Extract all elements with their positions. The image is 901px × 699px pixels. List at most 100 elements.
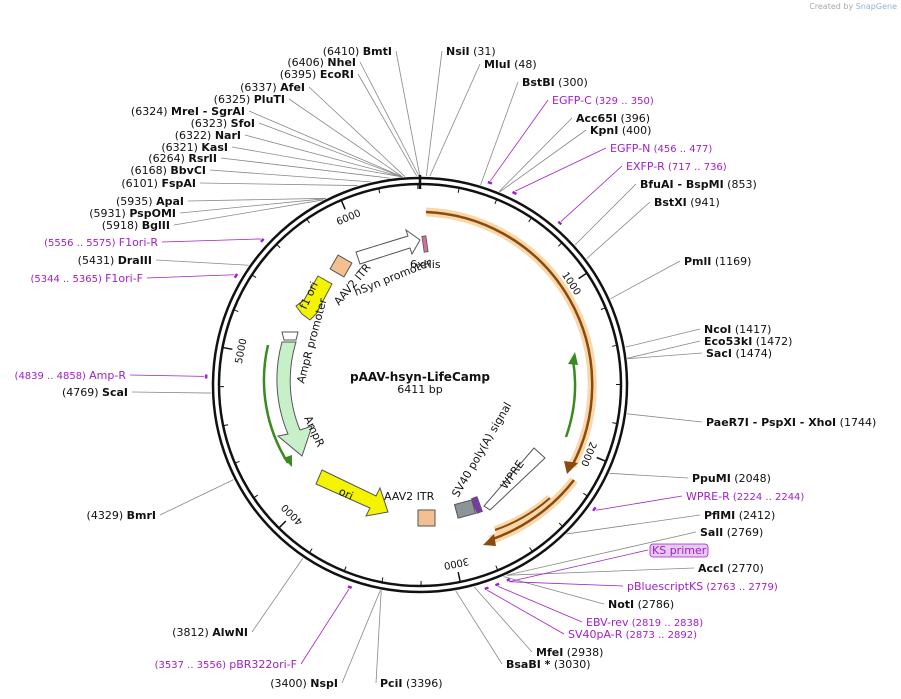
enzyme-name: PspOMI xyxy=(129,207,176,220)
primer-mark xyxy=(233,273,239,279)
enzyme-leader xyxy=(359,61,420,177)
enzyme-name: BstBI xyxy=(522,76,555,89)
enzyme-position: (1744) xyxy=(836,416,876,429)
tick-label: 5000 xyxy=(234,338,250,365)
enzyme-label-right: PpuMI (2048) xyxy=(692,472,771,485)
primer-leader xyxy=(490,99,549,182)
primer-range: (2224 .. 2244) xyxy=(730,492,805,503)
enzyme-leader xyxy=(574,183,637,246)
f1ori-arrow xyxy=(295,275,333,321)
enzyme-label-right: BstXI (941) xyxy=(654,196,720,209)
primer-leader xyxy=(509,581,624,587)
tick-mark xyxy=(612,422,618,425)
enzyme-leader xyxy=(220,157,391,179)
enzyme-position: (6337) xyxy=(240,81,280,94)
primer-label-right: SV40pA-R (2873 .. 2892) xyxy=(568,628,697,641)
enzyme-position: (2770) xyxy=(724,562,764,575)
enzyme-name: MreI xyxy=(171,105,199,118)
enzyme-name: BmtI xyxy=(363,45,392,58)
enzyme-position: (6321) xyxy=(161,141,201,154)
enzyme-label-right: SacI (1474) xyxy=(706,347,772,360)
enzyme-label-right: PflMI (2412) xyxy=(704,509,775,522)
primer-range: (717 .. 736) xyxy=(665,162,727,173)
enzyme-name: AccI xyxy=(698,562,724,575)
cds-orange-arrowhead xyxy=(564,461,578,474)
ori-arrow xyxy=(315,469,389,517)
ori-label: ori xyxy=(337,485,355,503)
primer-range: (3537 .. 3556) xyxy=(155,660,230,671)
enzyme-label-left: (5431) DraIII xyxy=(78,254,152,267)
primer-leader xyxy=(595,495,683,511)
enzyme-leader xyxy=(159,479,234,516)
plasmid-name: pAAV-hsyn-LifeCamp xyxy=(350,370,490,384)
tick-mark xyxy=(253,494,259,499)
enzyme-label-left: (3400) NspI xyxy=(270,677,338,690)
enzyme-position: (6101) xyxy=(121,177,161,190)
enzyme-leader xyxy=(455,590,503,665)
enzyme-label-left: (6321) KasI xyxy=(161,141,228,154)
tick-mark xyxy=(276,243,281,249)
enzyme-leader xyxy=(375,590,382,684)
enzyme-label-right: KpnI (400) xyxy=(590,124,651,137)
tick-label: 3000 xyxy=(443,555,470,571)
primer-name: KS primer xyxy=(652,544,707,557)
primer-name: pBluescriptKS xyxy=(627,580,703,593)
enzyme-leader xyxy=(248,110,403,178)
enzyme-labels-left: (6410) BmtI(6406) NheI(6395) EcoRI(6337)… xyxy=(62,45,392,690)
primer-label-right: EGFP-N (456 .. 477) xyxy=(610,142,712,155)
enzyme-name: AfeI xyxy=(280,81,305,94)
cds-orange-arc xyxy=(425,210,594,467)
enzyme-name: SalI xyxy=(700,526,723,539)
enzyme-leader xyxy=(627,352,703,360)
enzyme-name: RsrII xyxy=(188,152,217,165)
primer-name: EBV-rev xyxy=(586,616,629,629)
enzyme-position: (3400) xyxy=(270,677,310,690)
enzyme-extra: - SgrAI xyxy=(199,105,245,118)
enzyme-name: ScaI xyxy=(102,386,128,399)
tick-mark xyxy=(308,548,313,554)
primer-name: F1ori-R xyxy=(119,236,159,249)
primer-label-left: (3537 .. 3556) pBR322ori-F xyxy=(155,658,297,671)
enzyme-name: NheI xyxy=(327,56,356,69)
enzyme-leader xyxy=(506,567,695,576)
cds-green-left xyxy=(262,344,290,464)
enzyme-label-right: PaeR7I - PspXI - XhoI (1744) xyxy=(706,416,876,429)
tick-mark xyxy=(234,460,240,464)
enzyme-name: NarI xyxy=(215,129,241,142)
enzyme-name: MluI xyxy=(484,58,511,71)
primer-labels-left: (5556 .. 5575) F1ori-R(5344 .. 5365) F1o… xyxy=(15,236,297,671)
primer-mark xyxy=(484,586,489,591)
primer-label-right: EGFP-C (329 .. 350) xyxy=(552,94,654,107)
enzyme-name: ApaI xyxy=(156,195,184,208)
enzyme-leader xyxy=(429,63,481,177)
enzyme-leader xyxy=(155,259,249,266)
primer-leader xyxy=(497,586,583,623)
enzyme-name: PmlI xyxy=(684,255,711,268)
enzyme-leader xyxy=(288,98,403,178)
enzyme-position: (400) xyxy=(618,124,651,137)
enzyme-label-left: (6325) PluTI xyxy=(214,93,285,106)
snapgene-credit: Created by SnapGene xyxy=(809,2,897,11)
primer-range: (4839 .. 4858) xyxy=(15,371,90,382)
primer-leader xyxy=(487,589,565,635)
enzyme-label-left: (6168) BbvCI xyxy=(130,164,206,177)
tick-mark xyxy=(558,522,564,527)
tick-mark xyxy=(529,547,533,552)
enzyme-leader xyxy=(586,201,651,260)
enzyme-name: BmrI xyxy=(127,509,156,522)
primer-range: (456 .. 477) xyxy=(650,144,712,155)
enzyme-name: DraIII xyxy=(118,254,152,267)
tick-mark xyxy=(583,492,588,497)
enzyme-leader xyxy=(251,557,304,633)
enzyme-label-right: PmlI (1169) xyxy=(684,255,751,268)
wpre-arrow xyxy=(483,447,546,511)
enzyme-name: NsiI xyxy=(446,45,470,58)
primer-leader xyxy=(300,588,350,665)
enzyme-position: (853) xyxy=(724,178,757,191)
enzyme-label-left: (3812) AlwNI xyxy=(172,626,248,639)
enzyme-position: (5918) xyxy=(102,219,142,232)
enzyme-leader xyxy=(395,50,421,177)
enzyme-leader xyxy=(498,117,573,192)
enzyme-position: (2048) xyxy=(731,472,771,485)
